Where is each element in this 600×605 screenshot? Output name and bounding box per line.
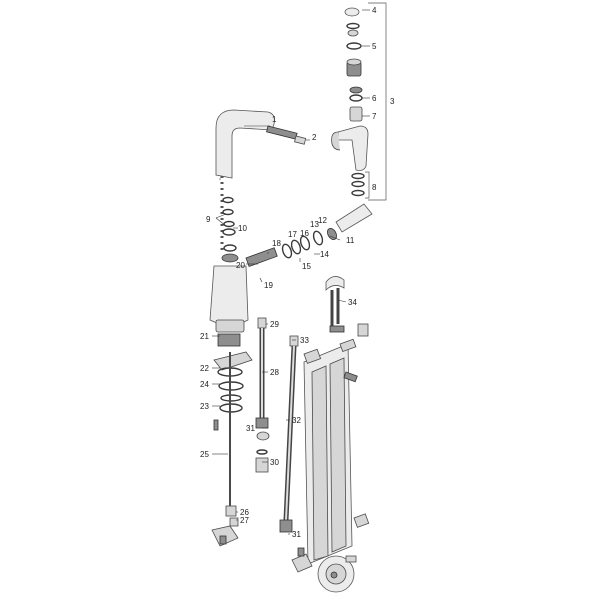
callout-27: 27 [240, 516, 249, 525]
callout-6: 6 [372, 94, 377, 103]
callout-5: 5 [372, 42, 377, 51]
callout-14: 14 [320, 250, 329, 259]
spout [215, 109, 275, 180]
leader-lines [212, 9, 370, 535]
hose-weight [325, 276, 345, 333]
callout-10: 10 [238, 224, 247, 233]
ring-upper [346, 22, 360, 37]
hose-stack [220, 176, 237, 252]
seal-ring [346, 42, 362, 50]
callout-30: 30 [270, 458, 279, 467]
spray-rings [281, 230, 324, 259]
callout-4: 4 [372, 6, 377, 15]
callout-26: 26 [240, 508, 249, 517]
spray-head [327, 203, 373, 240]
callout-34: 34 [348, 298, 357, 307]
group-bracket-8 [365, 171, 370, 199]
callout-22: 22 [200, 364, 209, 373]
hot-supply-hose [279, 335, 299, 533]
cartridge-ring [349, 86, 363, 102]
callout-23: 23 [200, 402, 209, 411]
group-bracket-3 [368, 2, 387, 201]
cartridge [349, 106, 363, 122]
callout-31b: 31 [292, 530, 301, 539]
callout-19: 19 [264, 281, 273, 290]
callout-12: 12 [318, 216, 327, 225]
callout-15: 15 [302, 262, 311, 271]
callout-1: 1 [272, 115, 277, 124]
hose-connector [245, 247, 278, 267]
callout-29: 29 [270, 320, 279, 329]
callout-17: 17 [288, 230, 297, 239]
callout-25: 25 [200, 450, 209, 459]
base-disc [317, 555, 357, 593]
callout-20: 20 [236, 261, 245, 270]
callout-32: 32 [292, 416, 301, 425]
lever-handle [331, 125, 369, 171]
lever-seal-set [351, 172, 365, 197]
mounting-set [211, 333, 253, 547]
callout-11: 11 [346, 236, 355, 245]
cap [344, 7, 360, 17]
callout-labels: 1 2 3 4 5 6 7 8 9 10 11 12 13 14 15 16 1… [200, 6, 395, 539]
cold-supply-hose [255, 317, 270, 473]
spout-hose-pin [266, 125, 307, 145]
callout-31a: 31 [246, 424, 255, 433]
faucet-body [209, 253, 249, 333]
callout-16: 16 [300, 229, 309, 238]
callout-28: 28 [270, 368, 279, 377]
cartridge-nut [346, 58, 362, 77]
callout-8: 8 [372, 183, 377, 192]
wall-bracket [291, 547, 313, 573]
callout-13: 13 [310, 220, 319, 229]
callout-2: 2 [312, 133, 317, 142]
callout-33: 33 [300, 336, 309, 345]
mounting-rail [303, 323, 370, 565]
callout-7: 7 [372, 112, 377, 121]
callout-21: 21 [200, 332, 209, 341]
callout-3: 3 [390, 97, 395, 106]
callout-18: 18 [272, 239, 281, 248]
callout-9: 9 [206, 215, 211, 224]
callout-24: 24 [200, 380, 209, 389]
